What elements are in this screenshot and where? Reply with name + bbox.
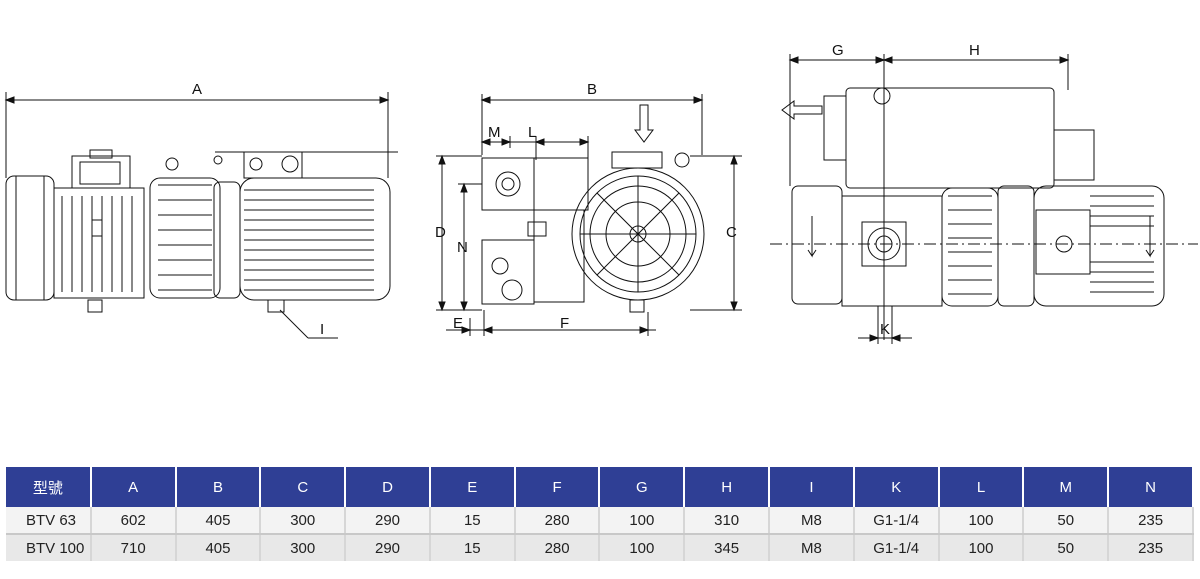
label-n: N — [457, 239, 468, 256]
column-header: H — [684, 467, 771, 507]
model-cell: BTV 100 — [6, 534, 92, 561]
side-view-drawing — [4, 92, 398, 339]
label-k: K — [880, 321, 890, 338]
column-header: L — [938, 467, 1025, 507]
table-cell: 100 — [599, 507, 686, 535]
column-header: E — [429, 467, 516, 507]
column-header: A — [90, 467, 177, 507]
column-header: G — [599, 467, 686, 507]
table-cell: M8 — [769, 534, 855, 561]
label-a: A — [192, 81, 202, 98]
table-cell: 15 — [429, 534, 516, 561]
table-cell: 100 — [938, 534, 1025, 561]
table-cell: 15 — [429, 507, 516, 535]
label-i: I — [320, 321, 324, 338]
table-cell: 345 — [684, 534, 771, 561]
table-cell: 310 — [684, 507, 771, 535]
label-f: F — [560, 315, 569, 332]
table-cell: 405 — [175, 534, 262, 561]
table-cell: 100 — [599, 534, 686, 561]
column-header: K — [853, 467, 940, 507]
table-cell: 710 — [90, 534, 177, 561]
table-cell: M8 — [769, 507, 855, 535]
table-cell: 602 — [90, 507, 177, 535]
label-g: G — [832, 42, 844, 59]
table-cell: G1-1/4 — [853, 534, 940, 561]
label-d: D — [435, 224, 446, 241]
column-header: B — [175, 467, 262, 507]
table-cell: 290 — [345, 507, 431, 535]
table-cell: 100 — [938, 507, 1025, 535]
table-cell: G1-1/4 — [853, 507, 940, 535]
technical-drawings: A I B M L C D N E F G H K — [4, 42, 1198, 344]
table-cell: 405 — [175, 507, 262, 535]
table-cell: 280 — [514, 507, 601, 535]
column-header: I — [769, 467, 855, 507]
label-b: B — [587, 81, 597, 98]
table-cell: 235 — [1108, 534, 1194, 561]
table-cell: 280 — [514, 534, 601, 561]
label-m: M — [488, 124, 501, 141]
label-l: L — [528, 124, 536, 141]
table-cell: 235 — [1108, 507, 1194, 535]
front-view-drawing — [436, 94, 742, 336]
column-header: 型號 — [6, 467, 92, 507]
label-c: C — [726, 224, 737, 241]
model-cell: BTV 63 — [6, 507, 92, 535]
table-cell: 50 — [1023, 507, 1110, 535]
table-cell: 50 — [1023, 534, 1110, 561]
label-e: E — [453, 315, 463, 332]
top-view-drawing — [770, 54, 1198, 344]
column-header: C — [260, 467, 347, 507]
column-header: M — [1023, 467, 1110, 507]
column-header: N — [1108, 467, 1194, 507]
label-h: H — [969, 42, 980, 59]
table-cell: 300 — [260, 534, 347, 561]
table-cell: 300 — [260, 507, 347, 535]
table-cell: 290 — [345, 534, 431, 561]
column-header: D — [345, 467, 431, 507]
column-header: F — [514, 467, 601, 507]
